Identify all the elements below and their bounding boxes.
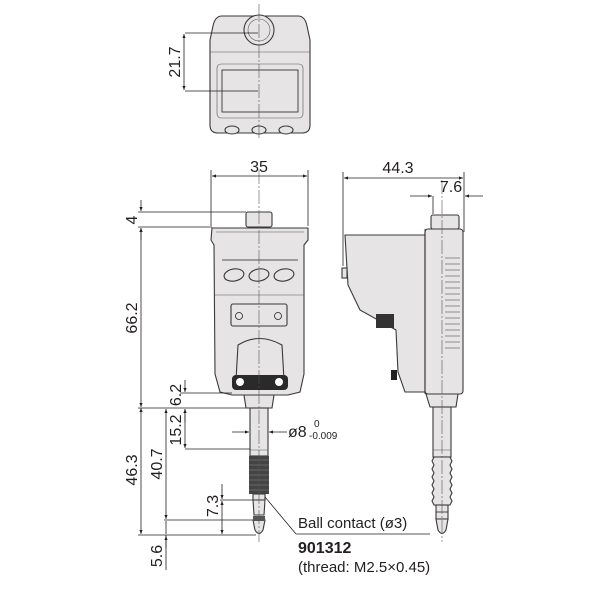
front-view [210,170,309,542]
dim-44-3: 44.3 [382,160,413,177]
dim-40-7: 40.7 [149,448,166,479]
dim-66-2: 66.2 [124,302,141,333]
side-view [341,180,464,542]
dim-15-2: 15.2 [168,414,185,445]
dim-4: 4 [124,215,141,224]
top-view: 21.7 [167,4,311,140]
dim-7-6: 7.6 [440,179,462,196]
part-number: 901312 [298,540,351,557]
dim-tol-upper: 0 [314,419,320,430]
side-grip-ribs [445,257,460,349]
dim-21-7: 21.7 [167,46,184,77]
dim-diameter: ø8 [288,424,307,441]
thread-spec: (thread: M2.5×0.45) [298,559,430,576]
dim-35: 35 [250,159,268,176]
dimension-labels: 35 44.3 7.6 4 66.2 6.2 15.2 40.7 46.3 7.… [124,159,462,567]
dim-5-6: 5.6 [149,545,166,567]
dim-tol-lower: -0.009 [309,431,338,442]
callout: Ball contact (ø3) 901312 (thread: M2.5×0… [298,515,430,576]
dim-6-2: 6.2 [168,384,185,406]
dimension-lines [138,170,483,570]
callout-label: Ball contact (ø3) [298,515,407,532]
dim-7-3: 7.3 [205,495,222,517]
dim-46-3: 46.3 [124,454,141,485]
